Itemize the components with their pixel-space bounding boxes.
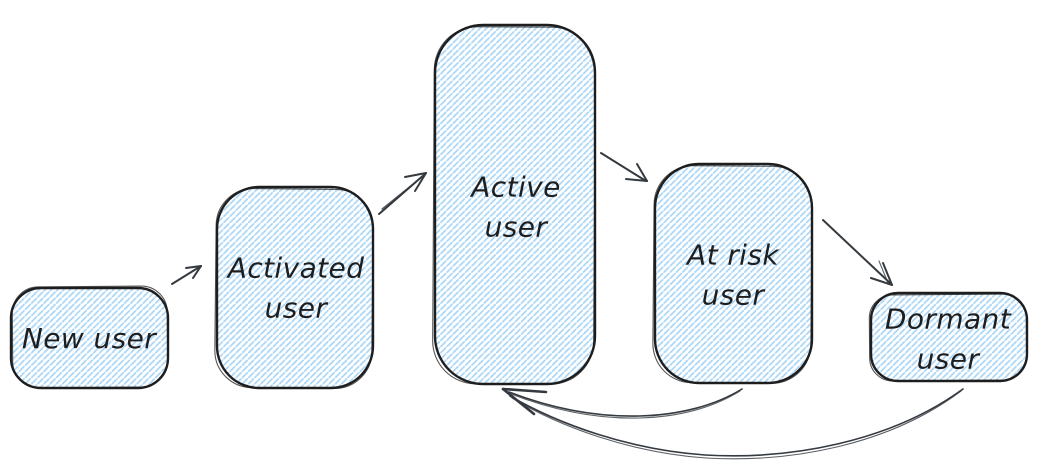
node-active-user [432, 23, 597, 386]
arrow-atrisk-to-dormant [822, 219, 893, 286]
arrow-new-to-activated [171, 265, 202, 285]
arrow-atrisk-return-to-active [508, 388, 743, 419]
node-activated-user [214, 185, 375, 390]
node-new-user [9, 285, 170, 390]
arrow-active-to-atrisk [600, 152, 648, 182]
arrow-activated-to-active [378, 172, 427, 215]
arrow-dormant-return-to-active [509, 388, 964, 460]
node-at-risk-user [652, 162, 814, 385]
node-dormant-user [868, 291, 1029, 383]
return-arrowhead [501, 387, 548, 416]
